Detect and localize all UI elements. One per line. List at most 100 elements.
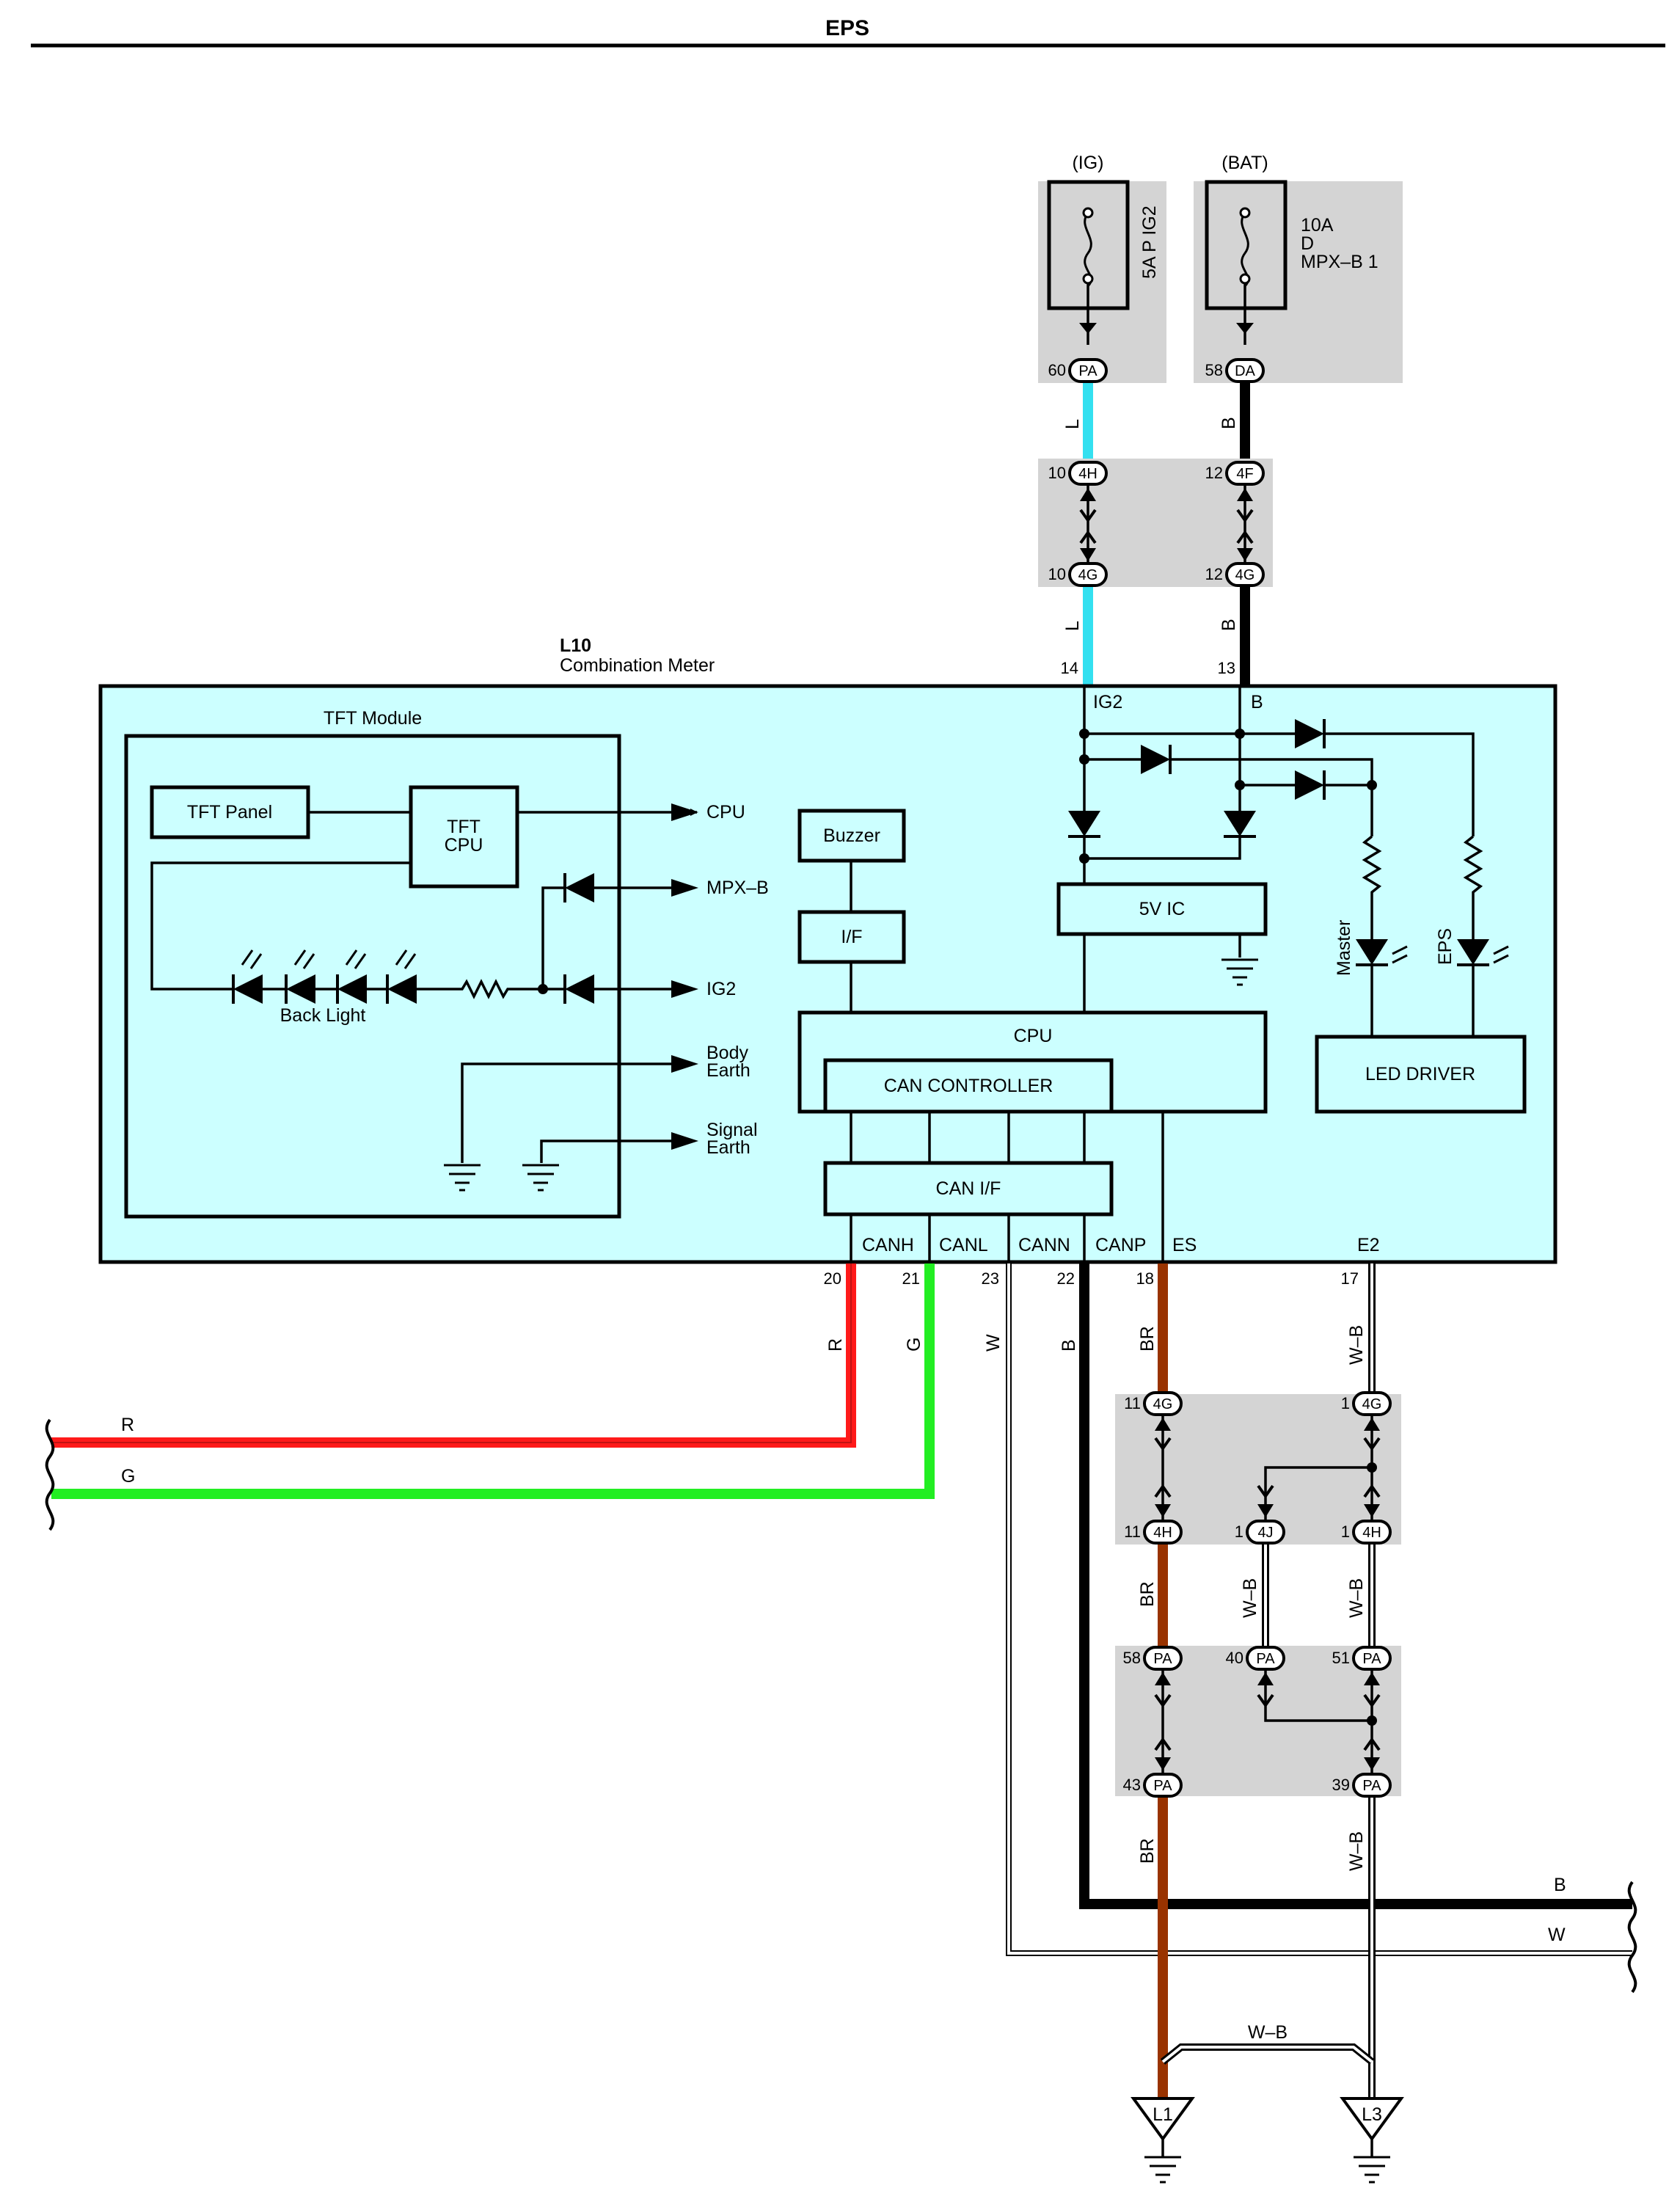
if-label: I/F (841, 927, 862, 947)
svg-text:1: 1 (1341, 1522, 1350, 1541)
svg-text:4F: 4F (1236, 466, 1253, 482)
ig2-terminal-label: IG2 (1093, 692, 1122, 712)
svg-text:PA: PA (1256, 1651, 1275, 1667)
junction-bottom-2: PA 58 PA 40 PA 51 PA 43 PA 39 (1123, 1646, 1392, 1798)
five-v-ic-box (1056, 882, 1268, 936)
pin-21: 21 (902, 1269, 920, 1288)
exit-label-w: W (1548, 1925, 1566, 1945)
led-driver-label: LED DRIVER (1365, 1064, 1475, 1084)
pin-14: 14 (1061, 659, 1078, 677)
tft-cpu-line1: TFT (447, 817, 481, 837)
svg-text:4H: 4H (1153, 1525, 1172, 1541)
svg-text:BR: BR (1137, 1838, 1158, 1864)
pin-22: 22 (1057, 1269, 1075, 1288)
wire-break-right (1627, 1881, 1637, 1994)
svg-text:4G: 4G (1078, 567, 1098, 583)
wire-wb (1160, 1263, 1376, 2098)
fuse-block-ig (1038, 181, 1166, 383)
svg-text:BR: BR (1137, 1581, 1158, 1607)
svg-text:11: 11 (1124, 1394, 1141, 1412)
exit-label-g: G (121, 1466, 135, 1487)
svg-text:W: W (983, 1334, 1004, 1352)
terminal-cann: CANN (1018, 1235, 1070, 1255)
connector-da-top (1225, 358, 1265, 383)
ground-symbol-5v (1221, 958, 1258, 986)
can-controller-box (823, 1058, 1114, 1114)
terminal-canp: CANP (1095, 1235, 1146, 1255)
svg-text:PA: PA (1362, 1778, 1381, 1794)
svg-text:51: 51 (1332, 1649, 1350, 1667)
svg-text:W–B: W–B (1346, 1325, 1367, 1365)
wire-b-bottom (1079, 1263, 1632, 1909)
junction-top-left: 4H 10 4G 10 (1048, 461, 1108, 587)
ground-l3 (1340, 2097, 1404, 2184)
led-driver-box (1315, 1035, 1527, 1114)
svg-text:L: L (1062, 621, 1083, 631)
pin-13: 13 (1218, 659, 1235, 677)
pin-20: 20 (824, 1269, 841, 1288)
bat-label: (BAT) (1221, 153, 1268, 173)
output-cpu: CPU (706, 802, 745, 823)
svg-text:40: 40 (1226, 1649, 1243, 1667)
svg-text:W–B: W–B (1240, 1578, 1260, 1618)
five-v-ic-label: 5V IC (1139, 899, 1186, 919)
tft-cpu-line2: CPU (445, 835, 483, 856)
component-id: L10 (560, 635, 591, 656)
back-light-leds (232, 949, 417, 1004)
wire-break-left (45, 1418, 55, 1531)
svg-text:4H: 4H (1078, 466, 1098, 482)
output-ig2: IG2 (706, 979, 736, 999)
body-earth-line1: Body (706, 1043, 748, 1063)
fuse-bat-line2: D (1301, 233, 1314, 254)
svg-text:PA: PA (1153, 1651, 1172, 1667)
ground-symbol-signal (522, 1164, 559, 1192)
svg-text:1: 1 (1341, 1394, 1350, 1412)
tft-module-title: TFT Module (324, 708, 422, 729)
svg-text:DA: DA (1235, 363, 1255, 379)
svg-text:W–B: W–B (1248, 2022, 1288, 2043)
fuse-ig-rating: 5A P IG2 (1139, 205, 1160, 279)
svg-text:B: B (1219, 619, 1239, 631)
wire-r (51, 1263, 856, 1448)
svg-text:W–B: W–B (1346, 1578, 1367, 1618)
ground-l1 (1131, 2097, 1195, 2184)
pin-60: 60 (1048, 361, 1066, 379)
pin-17: 17 (1341, 1269, 1359, 1288)
led-eps-label: EPS (1435, 928, 1456, 965)
junction-top-right: 4F 12 4G 12 (1205, 461, 1265, 587)
signal-earth-line1: Signal (706, 1120, 758, 1140)
tft-cpu-box (409, 785, 519, 889)
body-earth-line2: Earth (706, 1060, 750, 1081)
svg-text:PA: PA (1078, 363, 1098, 379)
connector-pa-top (1068, 358, 1108, 383)
signal-earth-line2: Earth (706, 1137, 750, 1158)
fuse-block-bat (1194, 181, 1403, 383)
terminal-e2: E2 (1357, 1235, 1380, 1255)
svg-text:PA: PA (1362, 1651, 1381, 1667)
can-if-label: CAN I/F (936, 1178, 1001, 1199)
svg-text:G: G (904, 1338, 924, 1352)
svg-text:12: 12 (1205, 464, 1223, 482)
svg-text:10: 10 (1048, 565, 1066, 583)
svg-text:L: L (1062, 419, 1083, 429)
tft-module-box (124, 734, 621, 1219)
svg-text:B: B (1219, 417, 1239, 429)
svg-text:11: 11 (1124, 1522, 1141, 1541)
ig-label: (IG) (1072, 153, 1103, 173)
svg-text:58: 58 (1123, 1649, 1141, 1667)
svg-text:4G: 4G (1153, 1396, 1173, 1412)
back-light-label: Back Light (280, 1005, 366, 1026)
svg-text:43: 43 (1123, 1776, 1141, 1794)
tft-panel-label: TFT Panel (187, 802, 272, 823)
exit-label-r: R (121, 1415, 134, 1435)
component-name: Combination Meter (560, 655, 715, 676)
svg-text:PA: PA (1153, 1778, 1172, 1794)
led-master-label: Master (1334, 920, 1354, 976)
svg-text:4G: 4G (1235, 567, 1255, 583)
terminal-canh: CANH (862, 1235, 914, 1255)
svg-text:4H: 4H (1362, 1525, 1381, 1541)
ground-l1-label: L1 (1153, 2104, 1173, 2125)
can-if-box (823, 1161, 1114, 1217)
svg-text:4J: 4J (1257, 1525, 1273, 1541)
